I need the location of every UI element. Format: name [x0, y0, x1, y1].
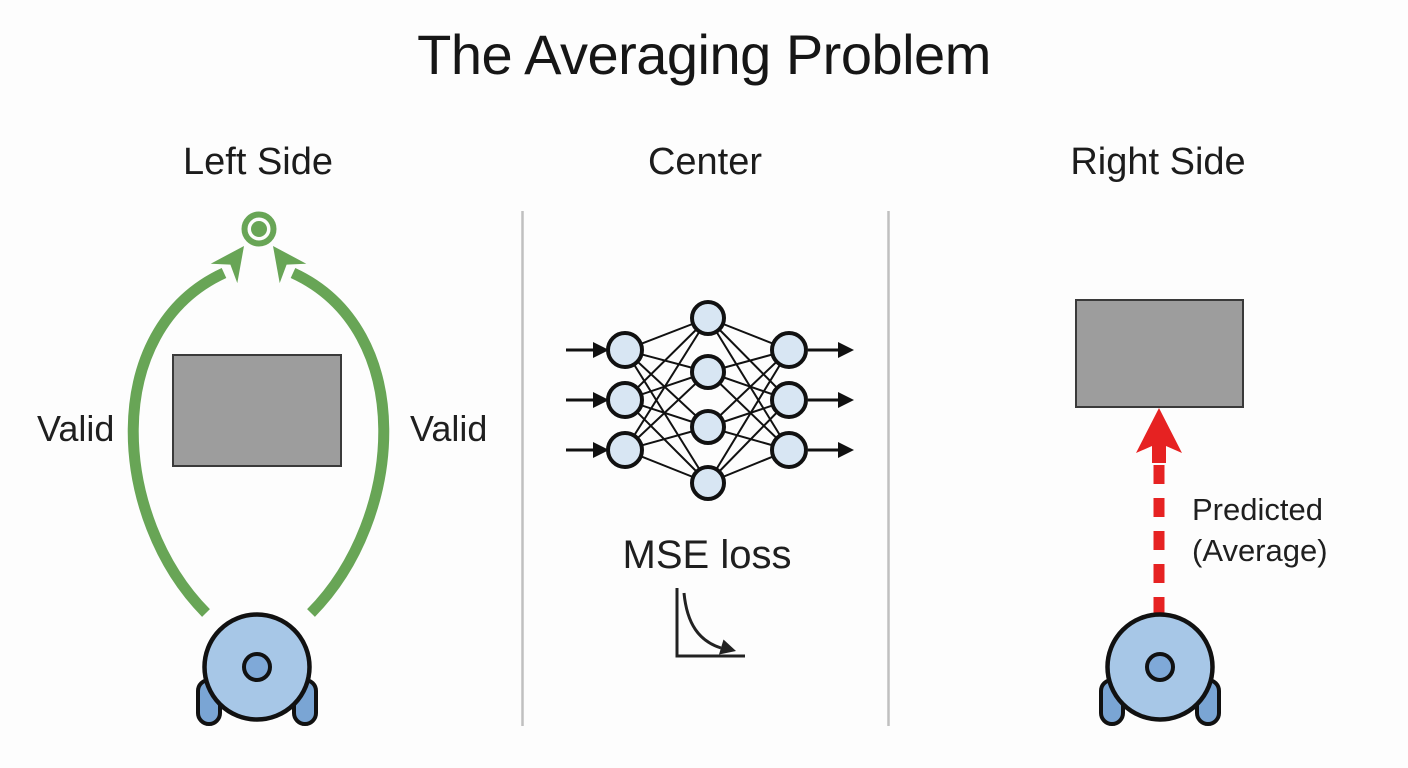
- heading-left-side: Left Side: [183, 141, 333, 183]
- neural-network-icon: [566, 300, 854, 658]
- predicted-arrow-icon: [1136, 408, 1182, 616]
- mse-loss-label: MSE loss: [622, 533, 792, 577]
- page-title: The Averaging Problem: [417, 23, 991, 86]
- output-arrows-icon: [808, 342, 854, 458]
- heading-right-side: Right Side: [1070, 141, 1246, 183]
- obstacle-box-left: [172, 354, 342, 467]
- valid-label-right: Valid: [410, 408, 488, 449]
- robot-icon-right: [1101, 615, 1219, 725]
- robot-icon-left: [198, 615, 316, 725]
- valid-path-arrows-icon: [127, 246, 390, 617]
- predicted-label-line1: Predicted: [1192, 492, 1323, 527]
- predicted-label-line2: (Average): [1192, 533, 1328, 568]
- nn-nodes: [606, 300, 808, 501]
- valid-label-left: Valid: [37, 408, 115, 449]
- left-panel-graphics: [127, 211, 390, 725]
- input-arrows-icon: [566, 342, 609, 458]
- goal-target-icon: [241, 211, 277, 247]
- right-panel-graphics: [1075, 299, 1244, 725]
- heading-center: Center: [647, 141, 763, 183]
- loss-curve-icon: [675, 588, 745, 658]
- obstacle-box-right: [1075, 299, 1244, 408]
- predicted-average-label: Predicted (Average): [1192, 489, 1328, 571]
- arrowhead-right-icon: [273, 246, 307, 284]
- arrowhead-left-icon: [210, 246, 244, 284]
